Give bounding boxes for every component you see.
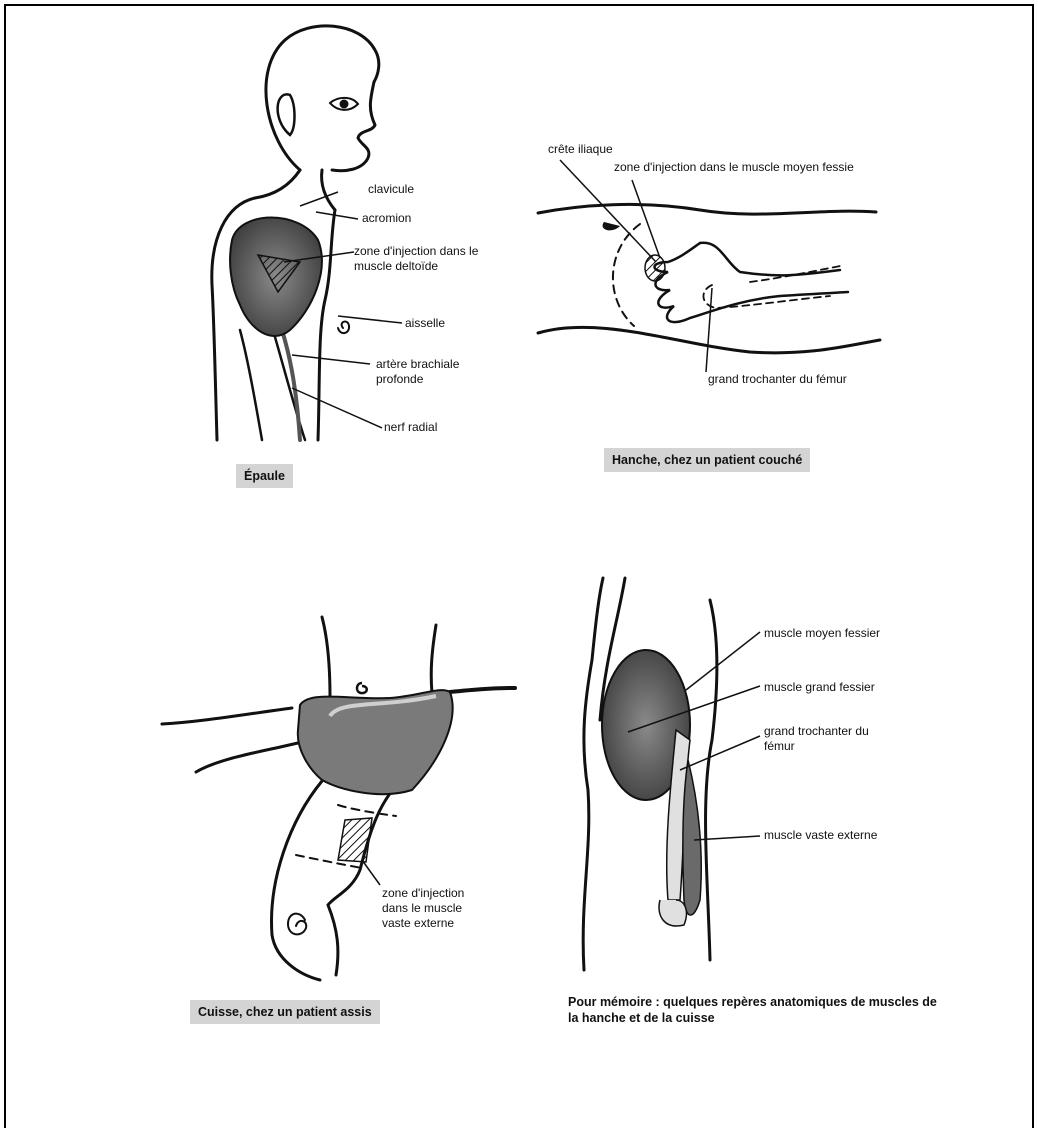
label-vastus-lateralis-injection-zone: zone d'injection dans le muscle vaste ex… [382, 886, 492, 931]
label-clavicle: clavicule [368, 182, 414, 197]
label-greater-trochanter: grand trochanter du fémur [708, 372, 847, 387]
thigh-leader-line [362, 860, 380, 885]
deltoid-muscle [230, 218, 322, 336]
navel-mark [357, 683, 367, 693]
label-radial-nerve: nerf radial [384, 420, 437, 435]
label-anatomy-greater-trochanter: grand trochanter du fémur [764, 724, 884, 754]
label-gluteus-medius: muscle moyen fessier [764, 626, 880, 641]
caption-thigh: Cuisse, chez un patient assis [190, 1000, 380, 1024]
hip-injection-zone [645, 255, 665, 281]
hip-leader-lines [560, 160, 712, 372]
knee-bone [659, 900, 686, 926]
label-gluteus-medius-injection-zone: zone d'injection dans le muscle moyen fe… [614, 160, 854, 175]
vastus-lateralis-muscle [683, 760, 701, 915]
label-deep-brachial-artery: artère brachiale profonde [376, 357, 486, 387]
label-iliac-crest: crête iliaque [548, 142, 613, 157]
caption-hip: Hanche, chez un patient couché [604, 448, 810, 472]
caption-anatomy: Pour mémoire : quelques repères anatomiq… [568, 994, 938, 1026]
thigh-injection-zone [338, 818, 372, 862]
label-deltoid-injection-zone: zone d'injection dans le muscle deltoïde [354, 244, 484, 274]
label-armpit: aisselle [405, 316, 445, 331]
label-vastus-lateralis: muscle vaste externe [764, 828, 877, 843]
caption-shoulder: Épaule [236, 464, 293, 488]
iliac-crest-mark [603, 222, 620, 230]
label-acromion: acromion [362, 211, 411, 226]
label-gluteus-maximus: muscle grand fessier [764, 680, 875, 695]
